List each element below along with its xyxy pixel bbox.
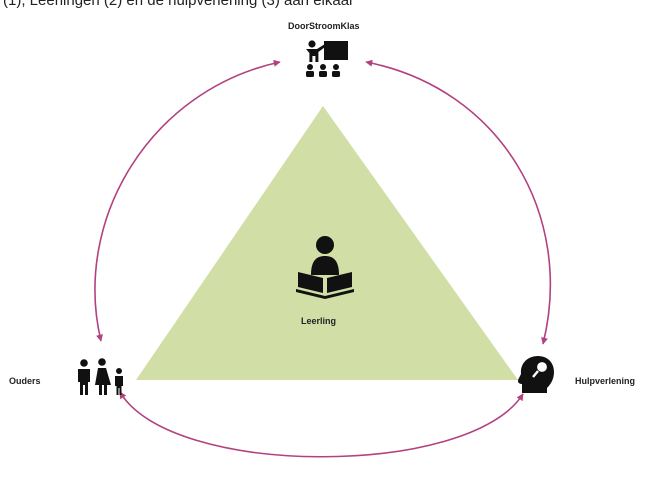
arrow-top-right [365, 59, 552, 345]
node-label-doorstroomklas: DoorStroomKlas [288, 21, 360, 31]
classroom-teacher-icon [306, 40, 348, 77]
arrow-top-left [94, 59, 281, 342]
head-magnifier-icon [518, 356, 554, 393]
student-reading-icon [296, 236, 354, 299]
node-label-hulpverlening: Hulpverlening [575, 376, 636, 386]
header-text-fragment: (1), Leerlingen (2) en de hulpverlening … [3, 0, 355, 9]
node-label-ouders: Ouders [9, 376, 41, 386]
node-label-leerling: Leerling [301, 316, 337, 326]
family-icon [78, 358, 123, 395]
arrow-bottom [119, 391, 524, 458]
